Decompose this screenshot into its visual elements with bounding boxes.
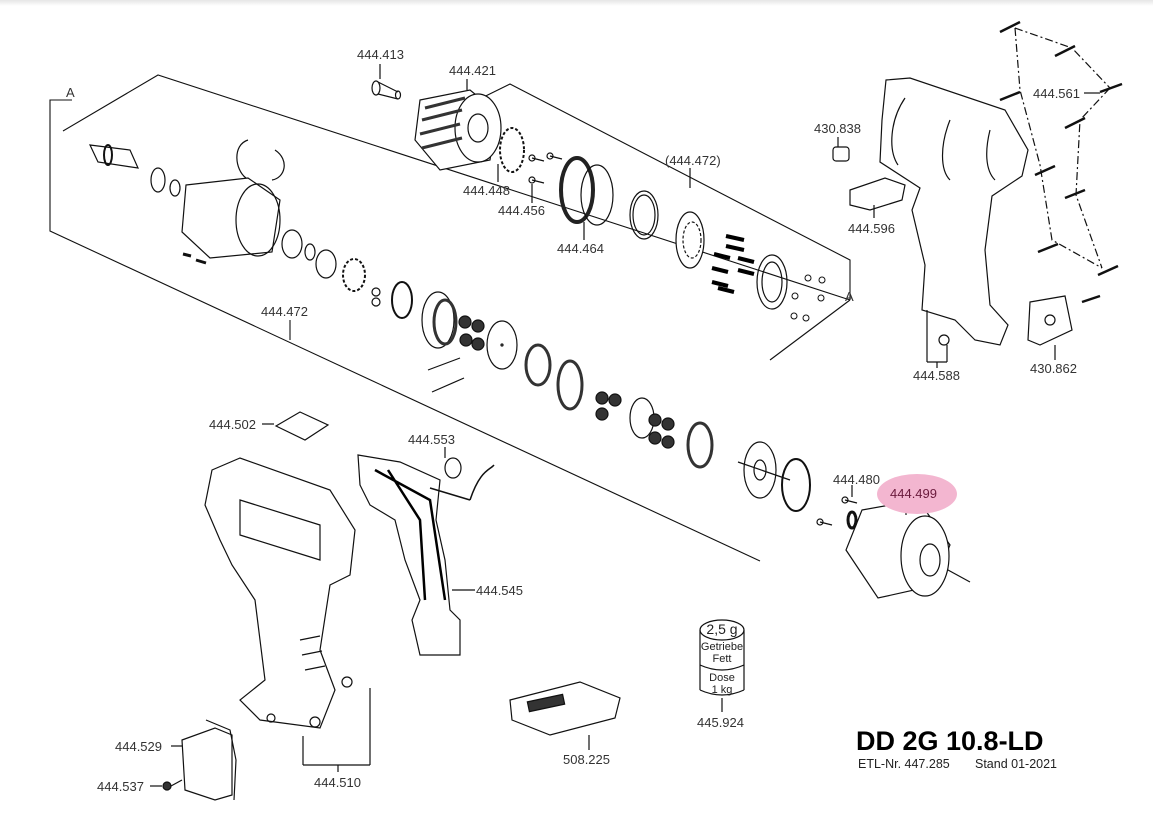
section-marker-a-right: A: [845, 289, 854, 304]
label-444-561[interactable]: 444.561: [1033, 86, 1080, 101]
label-444-472-ref[interactable]: (444.472): [665, 153, 721, 168]
highlight-ellipse: [877, 474, 957, 514]
part-444-561-screws: [999, 20, 1123, 304]
part-gear-housing: [181, 139, 366, 292]
label-445-924[interactable]: 445.924: [697, 715, 744, 730]
label-444-464[interactable]: 444.464: [557, 241, 604, 256]
section-marker-a-left: A: [66, 85, 75, 100]
part-444-456-screws: [528, 152, 563, 203]
part-445-924-grease-can: [699, 619, 745, 712]
assembly-bracket-lines: [49, 74, 851, 562]
label-444-588[interactable]: 444.588: [913, 368, 960, 383]
label-444-529[interactable]: 444.529: [115, 739, 162, 754]
part-motor-plate: [737, 441, 858, 526]
label-444-448[interactable]: 444.448: [463, 183, 510, 198]
part-444-502-selector: [262, 411, 330, 441]
label-444-499-highlighted[interactable]: 444.499: [890, 486, 937, 501]
part-444-529-beltclip: [150, 719, 237, 801]
part-444-448-lockwasher: [497, 127, 525, 182]
part-444-464-clutch-ring: [559, 156, 614, 240]
part-444-413-pin: [371, 64, 402, 100]
label-430-862[interactable]: 430.862: [1030, 361, 1077, 376]
part-springs: [711, 234, 755, 294]
label-444-553[interactable]: 444.553: [408, 432, 455, 447]
part-spindle: [88, 144, 181, 197]
part-ring-gear-1: [421, 291, 518, 393]
label-444-502[interactable]: 444.502: [209, 417, 256, 432]
part-444-499-motor: [845, 499, 971, 599]
label-444-596[interactable]: 444.596: [848, 221, 895, 236]
label-508-225[interactable]: 508.225: [563, 752, 610, 767]
label-444-510[interactable]: 444.510: [314, 775, 361, 790]
part-430-838-clip: [832, 137, 850, 162]
etl-number: ETL-Nr. 447.285: [858, 757, 950, 771]
model-title: DD 2G 10.8-LD: [856, 726, 1044, 756]
grease-can-line2: Fett: [712, 653, 732, 665]
part-430-862-cover: [1027, 295, 1073, 360]
part-planet-carrier-2: [524, 343, 714, 469]
part-ring-and-carrier: [629, 168, 705, 269]
part-drill-housing: [204, 457, 371, 772]
label-444-413[interactable]: 444.413: [357, 47, 404, 62]
label-444-537[interactable]: 444.537: [97, 779, 144, 794]
part-spring-seat: [756, 254, 826, 322]
page-top-edge: [0, 0, 1153, 6]
label-444-456[interactable]: 444.456: [498, 203, 545, 218]
grease-can-line1: Getriebe: [700, 641, 744, 653]
label-444-421[interactable]: 444.421: [449, 63, 496, 78]
label-444-472[interactable]: 444.472: [261, 304, 308, 319]
part-planet-carrier-1: [371, 281, 413, 319]
part-444-545-switch: [357, 447, 495, 656]
part-444-596-slider: [849, 177, 906, 218]
part-508-225-plate: [509, 681, 621, 750]
part-444-421-chuck: [414, 79, 502, 171]
revision-date: Stand 01-2021: [975, 757, 1058, 771]
label-444-480[interactable]: 444.480: [833, 472, 880, 487]
grease-can-line3: Dose: [709, 672, 735, 684]
label-430-838[interactable]: 430.838: [814, 121, 861, 136]
part-housing-half: [879, 77, 1029, 368]
grease-can-line4: 1 kg: [711, 684, 733, 696]
grease-can-amount: 2,5 g: [706, 621, 738, 637]
label-444-545[interactable]: 444.545: [476, 583, 523, 598]
